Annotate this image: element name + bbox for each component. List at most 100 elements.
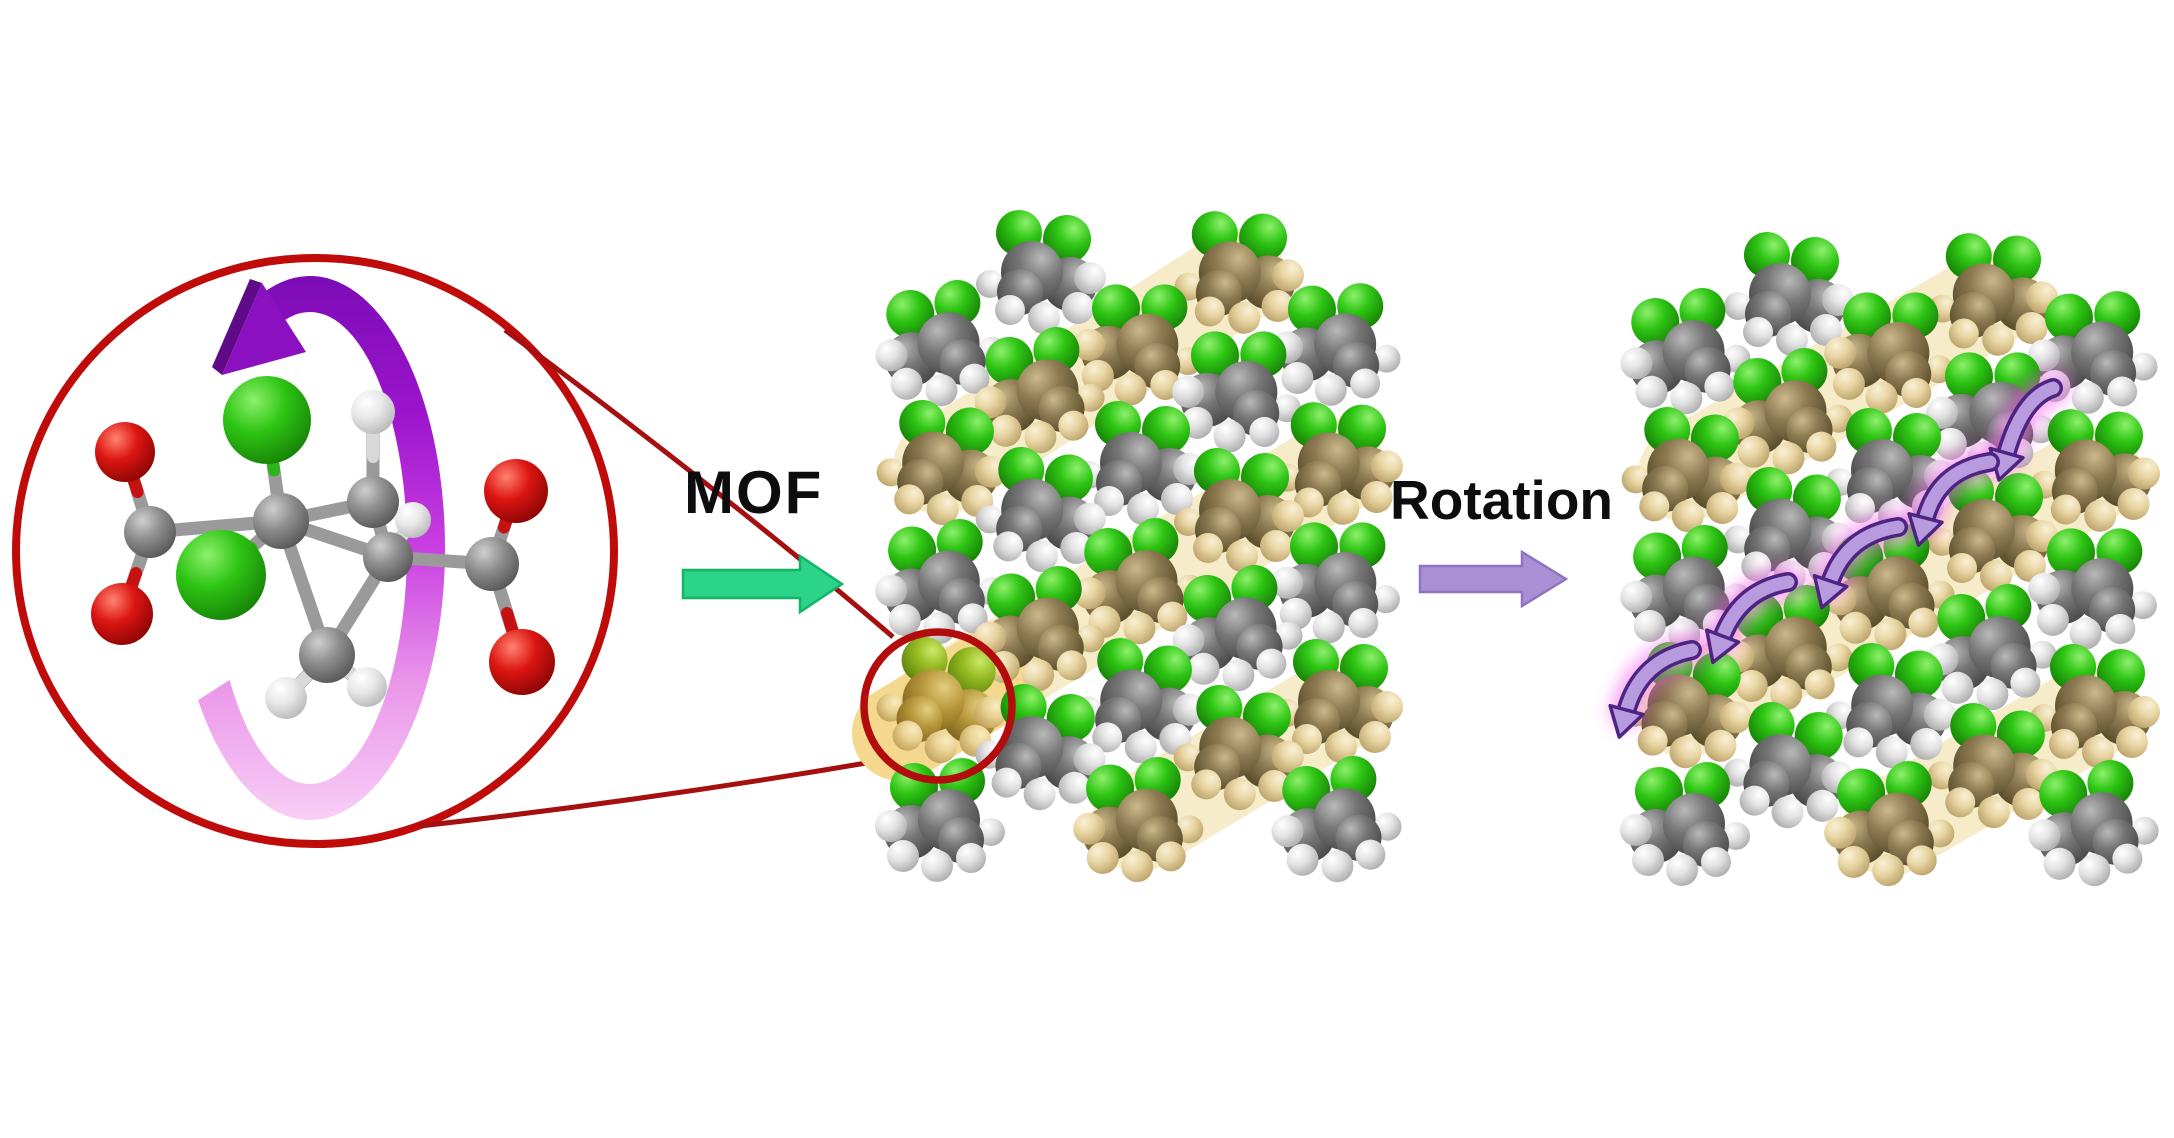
hydrogen-atom: [2071, 381, 2104, 414]
zoom-connector-line: [419, 759, 873, 829]
cascade-arrow-band-fill: [1918, 455, 1997, 527]
molecule-gray: [875, 280, 1006, 407]
hydrogen-atom: [1256, 648, 1287, 679]
hydrogen-atom: [1074, 262, 1106, 294]
hydrogen-atom: [1193, 533, 1223, 563]
molecule-gray: [1270, 283, 1401, 406]
chlorine-atom: [1733, 358, 1782, 407]
hydrogen-atom: [1845, 493, 1875, 523]
hydrogen-atom: [1260, 530, 1292, 562]
hydrogen-atom: [2036, 603, 2069, 636]
hydrogen-atom: [2028, 819, 2061, 852]
molecule-tan: [1928, 233, 2059, 356]
chlorine-atom: [2039, 770, 2088, 819]
hydrogen-atom: [1722, 822, 1750, 850]
chlorine-atom: [985, 337, 1034, 386]
molecule-tan: [2030, 409, 2161, 532]
hydrogen-atom: [887, 840, 919, 872]
hydrogen-atom: [1271, 740, 1304, 773]
cascade-arrow-head-icon: [1705, 628, 1741, 665]
hydrogen-atom: [1060, 531, 1093, 564]
hydrogen-atom: [875, 810, 907, 842]
molecule-tan: [1173, 684, 1304, 811]
rotated-lattice: [1608, 232, 2161, 887]
hydrogen-atom: [1735, 669, 1768, 702]
chlorine-atom: [1183, 575, 1232, 624]
hydrogen-atom: [991, 767, 1022, 798]
molecule-tan: [1927, 702, 2058, 829]
hydrogen-atom: [1114, 373, 1147, 406]
molecule-gold: [876, 637, 1007, 764]
hydrogen-atom: [2128, 696, 2160, 728]
chlorine-atom: [2044, 293, 2093, 342]
hydrogen-atom: [1281, 361, 1314, 394]
chlorine-atom: [1086, 764, 1135, 813]
chlorine-atom: [176, 530, 266, 620]
hydrogen-atom: [2028, 572, 2061, 605]
hydrogen-atom: [1837, 845, 1870, 878]
hydrogen-atom: [2128, 457, 2161, 490]
molecule-gray: [2028, 760, 2159, 887]
chlorine-atom: [1837, 768, 1886, 817]
chlorine-atom: [223, 376, 311, 464]
molecule-gray: [1271, 756, 1402, 883]
chlorine-atom: [1338, 404, 1387, 453]
cascade-arrow-head-icon: [1907, 512, 1944, 547]
hydrogen-atom: [1923, 698, 1956, 731]
molecule-tan: [1073, 284, 1202, 406]
hydrogen-atom: [395, 502, 431, 538]
hydrogen-atom: [1271, 815, 1304, 848]
mof-arrow-icon: [681, 553, 845, 615]
carbon-atom: [363, 532, 413, 582]
hydrogen-atom: [974, 386, 1007, 419]
hydrogen-atom: [2129, 352, 2158, 381]
molecule-tan: [974, 327, 1105, 454]
carbon-atom: [253, 493, 309, 549]
hydrogen-atom: [1719, 462, 1752, 495]
molecule-tan: [1621, 406, 1752, 533]
hydrogen-atom: [1906, 845, 1937, 876]
hydrogen-atom: [1976, 678, 2009, 711]
hydrogen-atom: [1222, 659, 1255, 692]
cascade-arrow-head-icon: [1812, 573, 1849, 610]
molecule-gray: [2027, 291, 2158, 414]
rotation-arrow-icon: [1418, 549, 1569, 609]
molecule-gray: [1825, 642, 1956, 769]
hydrogen-atom: [1073, 577, 1106, 610]
chlorine-atom: [1290, 522, 1339, 571]
hydrogen-atom: [1092, 722, 1123, 753]
hydrogen-atom: [1824, 816, 1857, 849]
molecule-gray: [1620, 288, 1751, 415]
hydrogen-atom: [1058, 771, 1091, 804]
chlorine-atom: [1894, 650, 1943, 699]
hydrogen-atom: [1023, 778, 1056, 811]
hydrogen-atom: [1637, 725, 1668, 756]
oxygen-atom: [489, 629, 555, 695]
hydrogen-atom: [1982, 323, 2015, 356]
hydrogen-atom: [1671, 500, 1704, 533]
hydrogen-atom: [974, 696, 1007, 729]
hydrogen-atom: [1025, 540, 1058, 573]
chlorine-atom: [1993, 235, 2042, 284]
hydrogen-atom: [1843, 727, 1874, 758]
hydrogen-atom: [2082, 736, 2114, 768]
chlorine-atom: [1690, 414, 1739, 463]
hydrogen-atom: [1704, 371, 1735, 402]
hydrogen-atom: [956, 843, 986, 873]
molecule-gray: [975, 446, 1106, 573]
molecule-gray: [1172, 565, 1303, 692]
carbon-atom: [465, 537, 519, 591]
hydrogen-atom: [1314, 373, 1347, 406]
molecule-tan: [1174, 448, 1304, 572]
hydrogen-atom: [2084, 499, 2117, 532]
hydrogen-atom: [1350, 368, 1381, 399]
chlorine-atom: [1791, 237, 1839, 285]
hydrogen-atom: [875, 574, 908, 607]
hydrogen-atom: [924, 731, 957, 764]
hydrogen-atom: [1947, 553, 1977, 583]
chlorine-atom: [1044, 454, 1093, 503]
chlorine-atom: [2097, 649, 2145, 697]
hydrogen-atom: [1666, 854, 1698, 886]
carbon-atom: [124, 506, 176, 558]
molecule-gray: [1620, 762, 1750, 886]
